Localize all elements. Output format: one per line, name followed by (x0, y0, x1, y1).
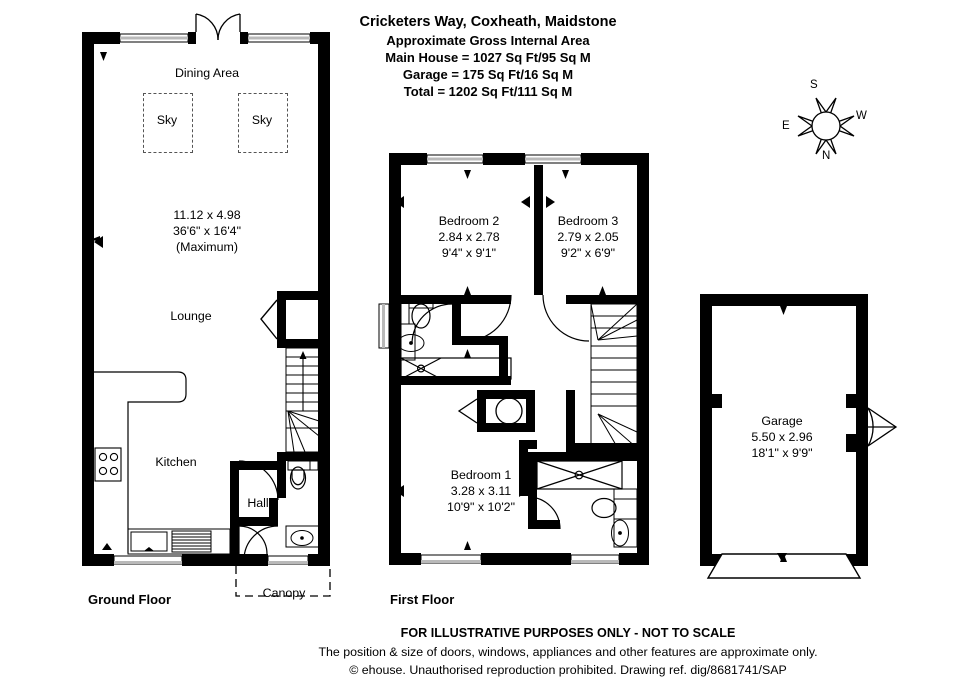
canopy-label: Canopy (262, 586, 306, 600)
ground-floor-dim-metric: 11.12 x 4.98 (173, 208, 241, 222)
bedroom-1-dim-metric: 3.28 x 3.11 (450, 484, 512, 498)
ground-floor-drawing (82, 13, 331, 597)
skylight-label-1: Sky (156, 113, 178, 127)
skylight-label-2: Sky (251, 113, 273, 127)
room-label-hall: Hall (247, 496, 269, 510)
bedroom-2-dim-metric: 2.84 x 2.78 (438, 230, 500, 244)
bedroom-1-dim-imperial: 10'9" x 10'2" (447, 500, 515, 514)
room-label-kitchen: Kitchen (155, 455, 197, 469)
skylight-box-1 (143, 93, 193, 153)
footer-copyright: © ehouse. Unauthorised reproduction proh… (349, 663, 787, 677)
plan-title: Cricketers Way, Coxheath, Maidstone (359, 14, 617, 30)
room-label-bedroom-3: Bedroom 3 (557, 214, 619, 228)
room-label-garage: Garage (761, 414, 803, 428)
footer-note: The position & size of doors, windows, a… (318, 645, 818, 659)
first-floor-label: First Floor (390, 592, 455, 607)
room-label-bedroom-2: Bedroom 2 (438, 214, 500, 228)
compass-label-w: W (856, 110, 867, 122)
first-floor-drawing (378, 153, 649, 565)
ground-floor-dim-note: (Maximum) (176, 240, 238, 254)
area-garage: Garage = 175 Sq Ft/16 Sq M (402, 67, 574, 82)
area-main-house: Main House = 1027 Sq Ft/95 Sq M (385, 50, 591, 65)
area-total: Total = 1202 Sq Ft/111 Sq M (403, 84, 573, 99)
compass-label-e: E (782, 120, 790, 132)
room-label-lounge: Lounge (170, 309, 212, 323)
ground-floor-label: Ground Floor (88, 592, 172, 607)
room-label-bedroom-1: Bedroom 1 (450, 468, 512, 482)
plan-subtitle: Approximate Gross Internal Area (386, 33, 590, 48)
bedroom-3-dim-metric: 2.79 x 2.05 (557, 230, 619, 244)
footer-disclaimer: FOR ILLUSTRATIVE PURPOSES ONLY - NOT TO … (400, 626, 736, 640)
garage-dim-metric: 5.50 x 2.96 (751, 430, 813, 444)
bedroom-3-dim-imperial: 9'2" x 6'9" (560, 246, 616, 260)
bedroom-2-dim-imperial: 9'4" x 9'1" (441, 246, 497, 260)
garage-drawing (700, 294, 898, 579)
compass-label-s: S (810, 79, 818, 91)
ground-floor-dim-imperial: 36'6" x 16'4" (173, 224, 241, 238)
skylight-box-2 (238, 93, 288, 153)
compass-label-n: N (822, 150, 831, 162)
garage-dim-imperial: 18'1" x 9'9" (751, 446, 813, 460)
compass-rose (797, 97, 855, 155)
room-label-dining-area: Dining Area (174, 66, 240, 80)
